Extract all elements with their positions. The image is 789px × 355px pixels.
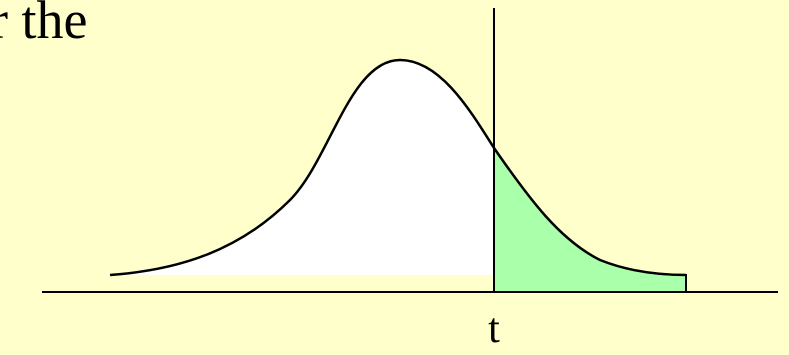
t-label: t xyxy=(488,306,500,352)
bell-curve xyxy=(109,58,687,277)
curve-body-fill xyxy=(110,60,494,275)
heading-fragment: r the xyxy=(0,0,87,50)
right-tail-area xyxy=(493,144,687,293)
